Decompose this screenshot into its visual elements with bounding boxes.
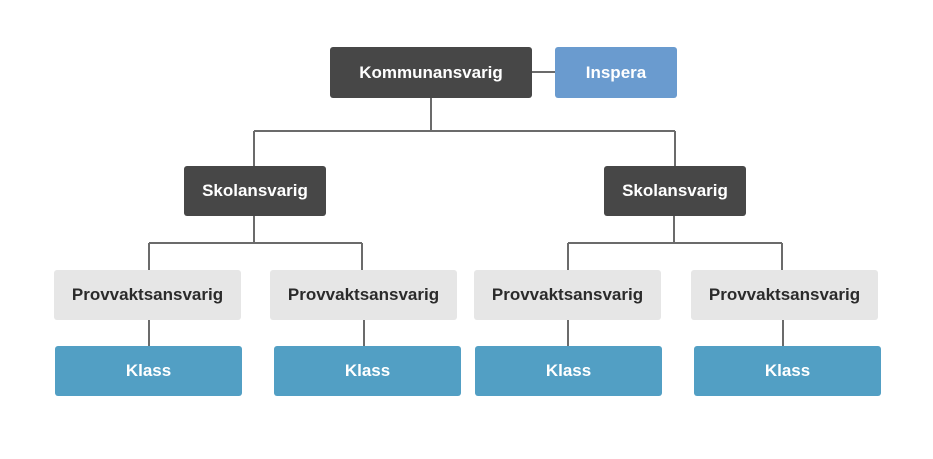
klass-node-2: Klass	[274, 346, 461, 396]
provvaktsansvarig-node-4: Provvaktsansvarig	[691, 270, 878, 320]
kommunansvarig-node: Kommunansvarig	[330, 47, 532, 98]
skolansvarig-node-right: Skolansvarig	[604, 166, 746, 216]
klass-node-1: Klass	[55, 346, 242, 396]
klass-node-3: Klass	[475, 346, 662, 396]
connector-top-schools	[253, 98, 676, 166]
provvaktsansvarig-node-3: Provvaktsansvarig	[474, 270, 661, 320]
provvaktsansvarig-node-2: Provvaktsansvarig	[270, 270, 457, 320]
connector-right-school-proctors	[567, 216, 783, 270]
inspera-node: Inspera	[555, 47, 677, 98]
connector-proctors-classes	[148, 320, 784, 346]
connector-left-school-proctors	[148, 216, 363, 270]
provvaktsansvarig-node-1: Provvaktsansvarig	[54, 270, 241, 320]
klass-node-4: Klass	[694, 346, 881, 396]
skolansvarig-node-left: Skolansvarig	[184, 166, 326, 216]
